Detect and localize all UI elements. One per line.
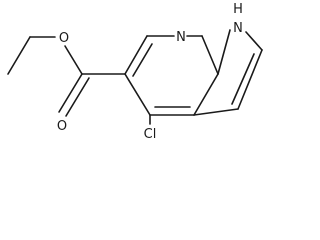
bond-c6-c5 — [124, 35, 148, 75]
bond-c3a-c7a — [193, 73, 219, 116]
bond-carbonyl-o-double-b — [65, 77, 90, 117]
bond-c2-c3-inner — [231, 53, 255, 105]
ester-group — [7, 36, 126, 117]
bond-c5-c4 — [124, 73, 151, 116]
bond-c7a-n1 — [217, 29, 231, 75]
pyrrole-ring — [193, 29, 263, 116]
chemical-structure: N H N Cl O O — [7, 2, 263, 142]
bond-carbonyl-o-single — [64, 45, 83, 75]
bond-n1-c2 — [245, 31, 263, 51]
chloro-label: Cl — [144, 127, 157, 142]
bond-c2-c3 — [237, 49, 263, 110]
bond-c7a-n7 — [201, 35, 219, 75]
bond-c6-c5-inner — [132, 43, 153, 77]
pyridine-ring — [124, 35, 219, 116]
nh-n-label: N — [233, 21, 243, 36]
nh-h-label: H — [233, 2, 243, 17]
bond-ch2-ch3 — [7, 36, 31, 75]
carbonyl-oxygen-label: O — [57, 119, 67, 134]
bond-c3-c3a — [193, 108, 239, 116]
ring-nitrogen-label: N — [176, 30, 186, 45]
ester-oxygen-label: O — [59, 31, 69, 46]
bond-carbonyl-o-double-a — [58, 73, 83, 113]
